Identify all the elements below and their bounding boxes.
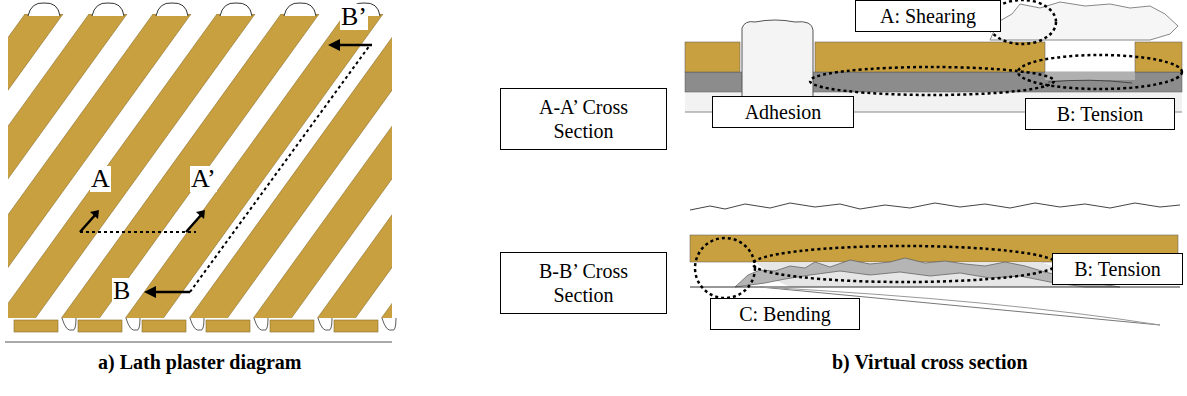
panel-caption: a) Lath plaster diagram — [98, 352, 302, 372]
section-letter: A — [90, 166, 111, 192]
plaster-bump — [92, 3, 124, 16]
callout-box: C: Bending — [710, 298, 860, 330]
plaster-key — [62, 318, 76, 330]
section-letter: A’ — [190, 166, 217, 192]
callout-box: A: Shearing — [855, 0, 1001, 32]
callout-box: B: Tension — [1052, 253, 1183, 285]
section-letter: B’ — [340, 4, 368, 30]
lath — [685, 42, 740, 72]
section-arrow — [336, 44, 372, 47]
section-line — [80, 231, 196, 233]
arrow-head — [328, 39, 340, 51]
lath-bar — [142, 320, 186, 332]
zone-ellipse — [753, 246, 1057, 282]
plaster-bump — [28, 3, 60, 16]
section-label-box: A-A’ Cross Section — [500, 88, 667, 150]
lath-stripe — [316, 14, 392, 320]
section-arrow — [80, 214, 96, 232]
plaster-key — [190, 318, 204, 330]
box-text: C: Bending — [739, 302, 831, 326]
gap-fill — [1045, 72, 1135, 80]
section-letter: B — [112, 278, 131, 304]
lath-bar — [78, 320, 122, 332]
box-text: B-B’ Cross Section — [509, 259, 658, 307]
plaster-key — [742, 20, 813, 100]
box-text: A: Shearing — [880, 4, 976, 28]
box-text: Adhesion — [745, 100, 822, 124]
lath-bar — [334, 320, 378, 332]
plaster-key — [382, 318, 396, 330]
lath-stripe — [380, 14, 392, 320]
zone-ellipse — [695, 238, 755, 298]
arrow-head — [144, 286, 156, 298]
crack — [1048, 80, 1132, 83]
lath-stripes — [8, 14, 392, 320]
callout-box: Adhesion — [712, 96, 854, 128]
plaster-bump — [220, 3, 252, 16]
box-text: B: Tension — [1074, 257, 1161, 281]
plaster-key — [126, 318, 140, 330]
plaster-key — [254, 318, 268, 330]
plaster-bumps — [28, 3, 380, 16]
panel-caption: b) Virtual cross section — [832, 352, 1028, 372]
lath-bars — [8, 318, 396, 332]
lath-bar — [206, 320, 250, 332]
base-line — [5, 342, 392, 343]
lath — [815, 42, 1045, 72]
arrow-head — [90, 210, 99, 219]
box-text: B: Tension — [1057, 102, 1144, 126]
arrow-head — [196, 210, 205, 219]
plaster-bump — [284, 3, 316, 16]
plaster-key — [318, 318, 332, 330]
plaster-lump — [990, 2, 1178, 40]
section-line — [190, 45, 370, 292]
plaster-bump — [156, 3, 188, 16]
section-arrow — [152, 291, 190, 294]
lath-bar — [14, 320, 58, 332]
box-text: A-A’ Cross Section — [509, 95, 658, 143]
callout-box: B: Tension — [1025, 98, 1175, 130]
zone-ellipse — [1018, 55, 1182, 89]
lath-bar — [270, 320, 314, 332]
zone-ellipse — [810, 67, 1054, 95]
plaster-surface — [690, 203, 1180, 210]
section-label-box: B-B’ Cross Section — [500, 252, 667, 314]
section-arrow — [186, 214, 202, 232]
